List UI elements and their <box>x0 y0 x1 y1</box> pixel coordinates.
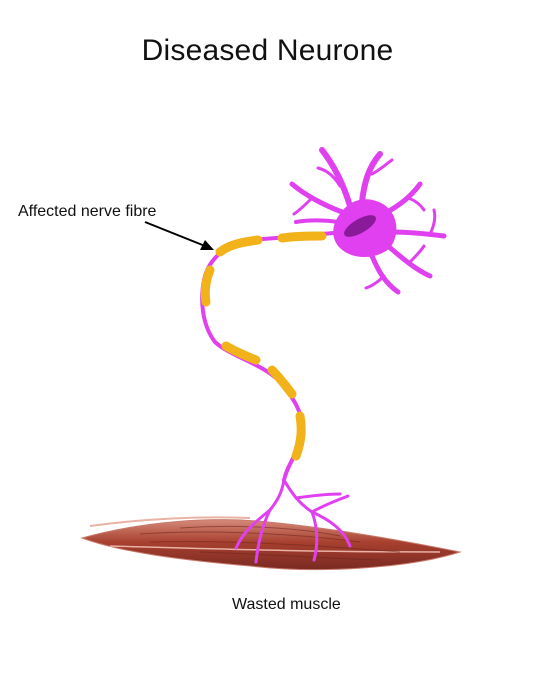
label-affected-nerve-fibre: Affected nerve fibre <box>18 203 157 220</box>
nerve-terminals <box>234 478 352 564</box>
nucleus <box>344 215 376 237</box>
label-wasted-muscle: Wasted muscle <box>232 596 341 613</box>
wasted-muscle <box>80 516 462 570</box>
diagram-title: Diseased Neurone <box>141 34 394 67</box>
damaged-myelin-segments <box>200 231 327 461</box>
neuron-cell-body <box>289 147 447 295</box>
nerve-fibre <box>200 230 347 482</box>
pointer-arrow <box>144 221 214 250</box>
